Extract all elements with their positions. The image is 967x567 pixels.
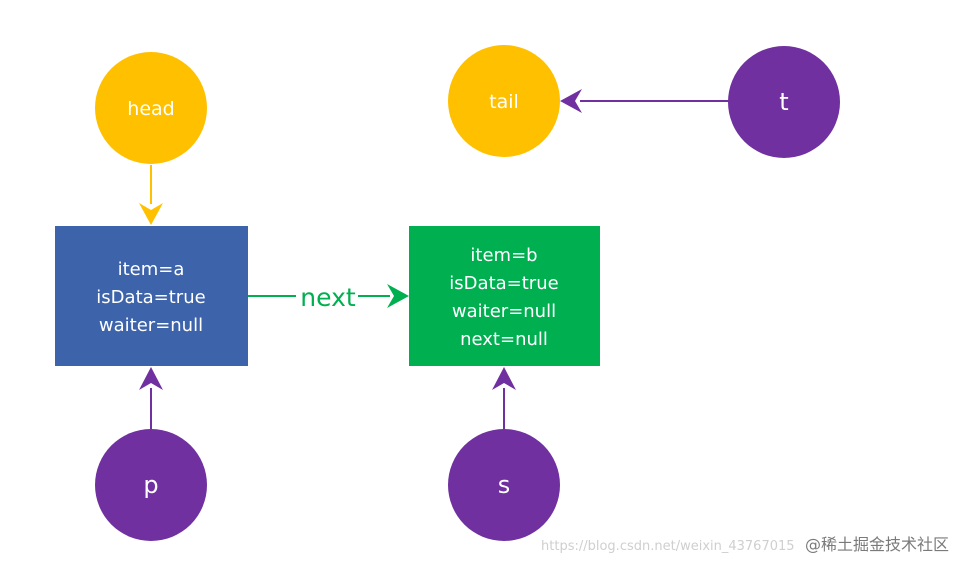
- t-pointer: t: [728, 46, 840, 158]
- t-to-tail-arrow: [560, 89, 729, 113]
- tail-label: tail: [489, 91, 519, 113]
- next-edge: next: [248, 283, 409, 312]
- t-label: t: [779, 88, 788, 116]
- watermark-url: https://blog.csdn.net/weixin_43767015: [541, 539, 795, 554]
- node-a-waiter: waiter=null: [99, 315, 203, 336]
- p-pointer: p: [95, 429, 207, 541]
- next-edge-label: next: [300, 283, 356, 312]
- node-a-item: item=a: [118, 259, 185, 280]
- p-label: p: [143, 471, 158, 499]
- s-pointer-arrow: [492, 367, 516, 429]
- node-b-isdata: isData=true: [449, 273, 558, 294]
- head-pointer: head: [95, 52, 207, 164]
- head-label: head: [127, 98, 174, 120]
- node-a: item=a isData=true waiter=null: [55, 226, 248, 366]
- head-pointer-arrow: [139, 165, 163, 225]
- s-pointer: s: [448, 429, 560, 541]
- node-b-waiter: waiter=null: [452, 301, 556, 322]
- tail-pointer: tail: [448, 45, 560, 157]
- node-b-next: next=null: [460, 329, 548, 350]
- node-a-isdata: isData=true: [96, 287, 205, 308]
- node-b: item=b isData=true waiter=null next=null: [409, 226, 600, 366]
- p-pointer-arrow: [139, 367, 163, 429]
- watermark: https://blog.csdn.net/weixin_43767015 @稀…: [541, 531, 949, 555]
- watermark-brand: @稀土掘金技术社区: [804, 535, 949, 554]
- s-label: s: [498, 471, 511, 499]
- node-b-item: item=b: [470, 245, 537, 266]
